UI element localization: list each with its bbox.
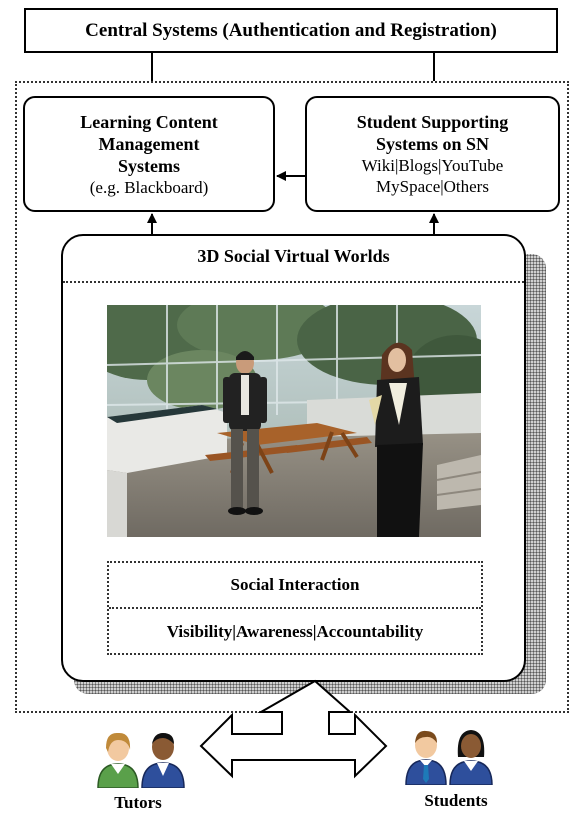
- male-tutor-icon: [141, 733, 185, 788]
- male-student-icon: [405, 730, 447, 785]
- sss-line-1: Student Supporting: [356, 112, 509, 132]
- social-interaction-title: Social Interaction: [230, 575, 360, 594]
- virtual-worlds-divider: [63, 281, 524, 283]
- female-tutor-icon: [97, 732, 139, 788]
- three-way-arrow-shape: [199, 679, 388, 779]
- sss-line-4: MySpace|Others: [376, 177, 489, 196]
- social-interaction-divider: [109, 607, 481, 609]
- virtual-worlds-title: 3D Social Virtual Worlds: [197, 245, 390, 266]
- central-systems-box: Central Systems (Authentication and Regi…: [24, 8, 558, 53]
- virtual-world-screenshot: [107, 305, 481, 537]
- student-supporting-systems-box: Student Supporting Systems on SN Wiki|Bl…: [305, 96, 560, 212]
- students-icon: [405, 730, 493, 785]
- lcms-line-2: Management: [98, 133, 200, 154]
- sss-line-2: Systems on SN: [375, 134, 490, 154]
- tutors-icon: [97, 732, 185, 788]
- lcms-line-4: (e.g. Blackboard): [89, 177, 209, 197]
- central-systems-label: Central Systems (Authentication and Regi…: [85, 19, 497, 41]
- lcms-line-1: Learning Content: [80, 111, 218, 132]
- female-student-icon: [449, 730, 493, 785]
- students-label: Students: [424, 791, 488, 810]
- sss-line-3: Wiki|Blogs|YouTube: [361, 156, 504, 175]
- social-interaction-box: [107, 561, 483, 655]
- social-interaction-attributes: Visibility|Awareness|Accountability: [166, 622, 424, 641]
- lcms-line-3: Systems: [118, 155, 180, 176]
- tutors-label: Tutors: [114, 793, 162, 812]
- lcms-box: Learning Content Management Systems (e.g…: [23, 96, 275, 212]
